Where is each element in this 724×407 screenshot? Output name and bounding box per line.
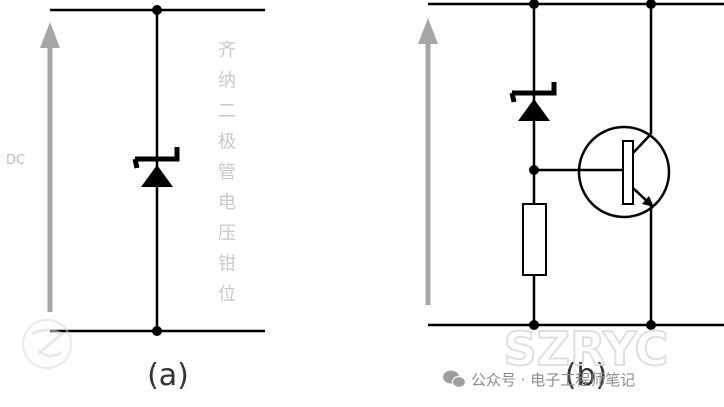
vertical-caption-char: 二	[218, 101, 236, 122]
junction-dot-b-top-left	[529, 0, 539, 9]
watermark-logo-left	[22, 319, 72, 369]
vertical-caption-char: 电	[218, 193, 236, 214]
vertical-caption-char: 极	[218, 132, 236, 153]
junction-dot-a-bottom	[152, 326, 162, 336]
vertical-caption-char: 位	[218, 284, 236, 305]
junction-dot-b-top-right	[646, 0, 656, 9]
junction-dot-a-top	[152, 5, 162, 15]
vertical-caption-char: 管	[218, 162, 236, 183]
junction-dot-b-bottom-right	[646, 320, 656, 330]
vertical-caption-char: 齐	[218, 40, 236, 61]
vertical-caption-char: 钳	[218, 254, 236, 275]
dc-label: DC	[6, 153, 25, 168]
vertical-caption-char: 纳	[218, 71, 236, 92]
watermark-account-text: 公众号 · 电子工程师笔记	[471, 371, 635, 389]
caption-a: (a)	[147, 358, 189, 393]
caption-b: (b)	[565, 358, 607, 393]
watermark-logo-text: SZRYC	[504, 322, 669, 376]
junction-dot-b-base	[529, 165, 539, 175]
dc-voltage-arrow	[40, 22, 60, 312]
vertical-caption-char: 压	[218, 223, 236, 244]
zener-diode-b	[509, 82, 557, 121]
diagram-b: (b)	[418, 0, 724, 393]
junction-dot-b-bottom-left	[529, 320, 539, 330]
voltage-arrow-b	[418, 18, 438, 305]
zener-diode-a	[132, 147, 180, 187]
npn-transistor	[577, 125, 671, 219]
resistor	[522, 203, 547, 276]
wechat-icon	[443, 370, 467, 389]
